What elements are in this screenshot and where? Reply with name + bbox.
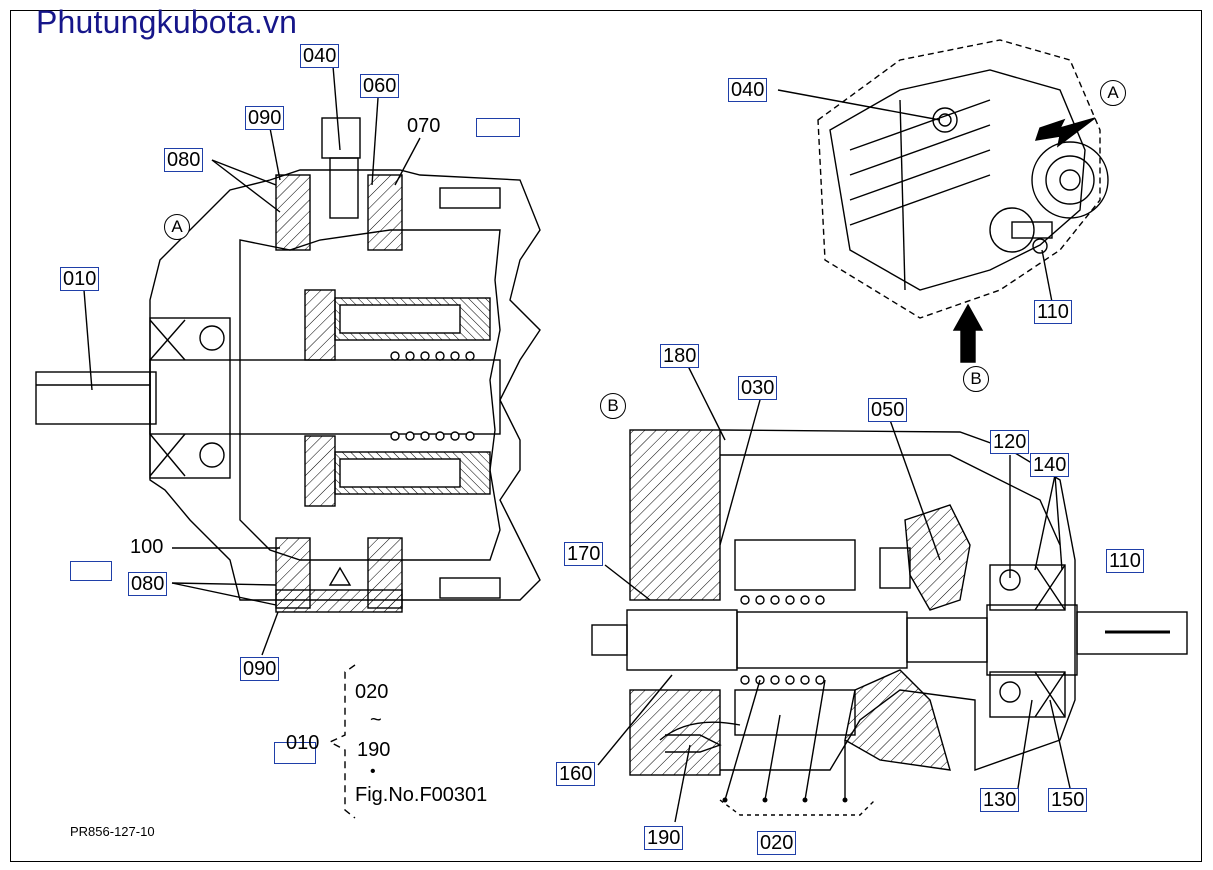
drawing-code: PR856-127-10 [70,824,155,839]
callout-010[interactable]: 010 [60,267,100,291]
view-marker-a-left: A [164,214,190,240]
assembly-range-start: 020 [355,681,389,703]
callout-110-right[interactable]: 110 [1106,549,1144,573]
drawing-frame [10,10,1202,862]
assembly-bullet: • [370,763,376,780]
blank-label-box-left[interactable] [70,561,112,581]
callout-140[interactable]: 140 [1030,453,1070,477]
callout-160[interactable]: 160 [556,762,596,786]
callout-030[interactable]: 030 [738,376,778,400]
callout-170[interactable]: 170 [564,542,604,566]
blank-label-box-top[interactable] [476,118,520,137]
isometric-view [777,39,1109,363]
callout-180[interactable]: 180 [660,344,700,368]
blank-label-box-assembly[interactable] [274,742,316,764]
callout-040-right[interactable]: 040 [728,78,768,102]
callout-050[interactable]: 050 [868,398,908,422]
assembly-brace [328,664,356,819]
view-marker-b-right: B [963,366,989,392]
figure-reference[interactable]: Fig.No.F00301 [355,784,488,806]
callout-060[interactable]: 060 [360,74,400,98]
watermark: Phutungkubota.vn [36,4,298,40]
assembly-range-end: 190 [357,739,391,761]
view-marker-a-right: A [1100,80,1126,106]
callout-080-top[interactable]: 080 [164,148,204,172]
callout-150[interactable]: 150 [1048,788,1088,812]
callout-110-top[interactable]: 110 [1034,300,1072,324]
callout-090-top[interactable]: 090 [245,106,285,130]
assembly-range-separator: ~ [370,709,382,731]
callout-130[interactable]: 130 [980,788,1020,812]
assembly-parent-number: 010 [286,732,320,754]
callout-080-bottom[interactable]: 080 [128,572,168,596]
callout-120[interactable]: 120 [990,430,1030,454]
callout-040-left[interactable]: 040 [300,44,340,68]
callout-090-bottom[interactable]: 090 [240,657,280,681]
callout-020[interactable]: 020 [757,831,797,855]
callout-190[interactable]: 190 [644,826,684,850]
left-section-view [35,65,541,656]
section-view-b [591,365,1188,823]
callout-070: 070 [407,115,441,137]
view-marker-b-left: B [600,393,626,419]
callout-100: 100 [130,536,164,558]
